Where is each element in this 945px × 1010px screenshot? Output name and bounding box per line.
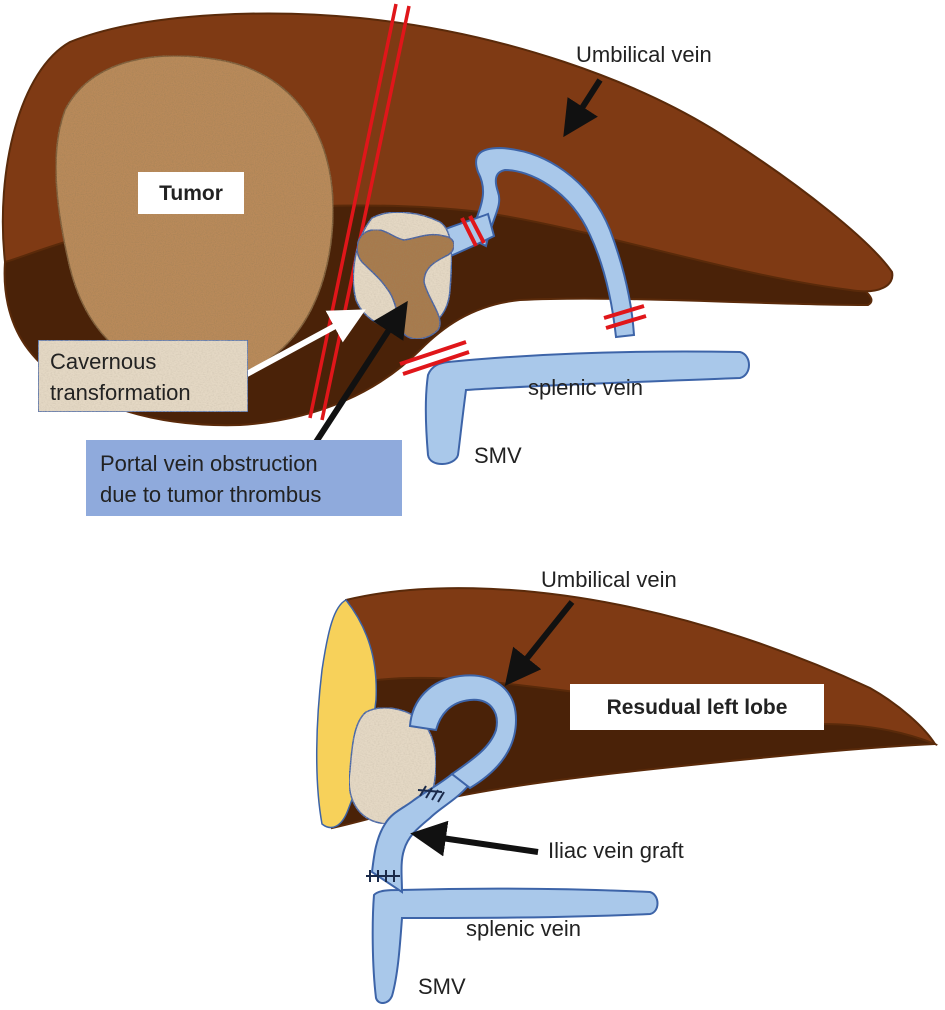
transection-line-right: [320, 5, 411, 421]
bottom-splenic-smv: [371, 887, 659, 1004]
top-umbilical-vein-label: Umbilical vein: [576, 42, 712, 67]
top-splenic-vein-label: splenic vein: [528, 375, 643, 400]
bottom-splenic-vein-label: splenic vein: [466, 916, 581, 941]
residual-lobe-label-box: [570, 684, 824, 730]
top-tumor-thrombus: [356, 228, 455, 340]
top-splenic-smv: [424, 350, 750, 465]
bottom-diagram: Umbilical vein Resudual left lobe Iliac …: [315, 567, 939, 1004]
tumor: [55, 55, 334, 380]
tumor-label-box: [138, 172, 244, 214]
pv-obstruction-line2: due to tumor thrombus: [100, 482, 321, 507]
top-ligatures: [399, 215, 647, 376]
bottom-umbilical-arrow: [504, 600, 575, 687]
pv-obstruction-line1: Portal vein obstruction: [100, 451, 318, 476]
top-diagram: Tumor Umbilical vein Cavernous tr: [1, 3, 894, 516]
top-umbilical-loop: [468, 146, 636, 339]
tumor-label: Tumor: [159, 182, 223, 205]
top-umbilical-arrow: [563, 78, 603, 138]
cavernous-label-line2: transformation: [50, 380, 191, 405]
top-smv-label: SMV: [474, 443, 522, 468]
transection-line-left: [308, 3, 398, 419]
cavernous-label-line1: Cavernous: [50, 349, 156, 374]
anastomosis-sutures: [366, 785, 445, 882]
pv-obstruction-arrow: [313, 300, 408, 444]
pv-obstruction-box: [86, 440, 402, 516]
residual-lobe-label: Resudual left lobe: [607, 696, 788, 719]
cavernous-label-box: [37, 339, 249, 413]
iliac-graft-arrow: [410, 820, 539, 857]
bottom-smv-label: SMV: [418, 974, 466, 999]
cavernous-arrow: [230, 309, 366, 385]
bottom-umbilical-vein-label: Umbilical vein: [541, 567, 677, 592]
iliac-graft-label: Iliac vein graft: [548, 838, 684, 863]
bottom-umbilical-loop: [408, 674, 518, 790]
